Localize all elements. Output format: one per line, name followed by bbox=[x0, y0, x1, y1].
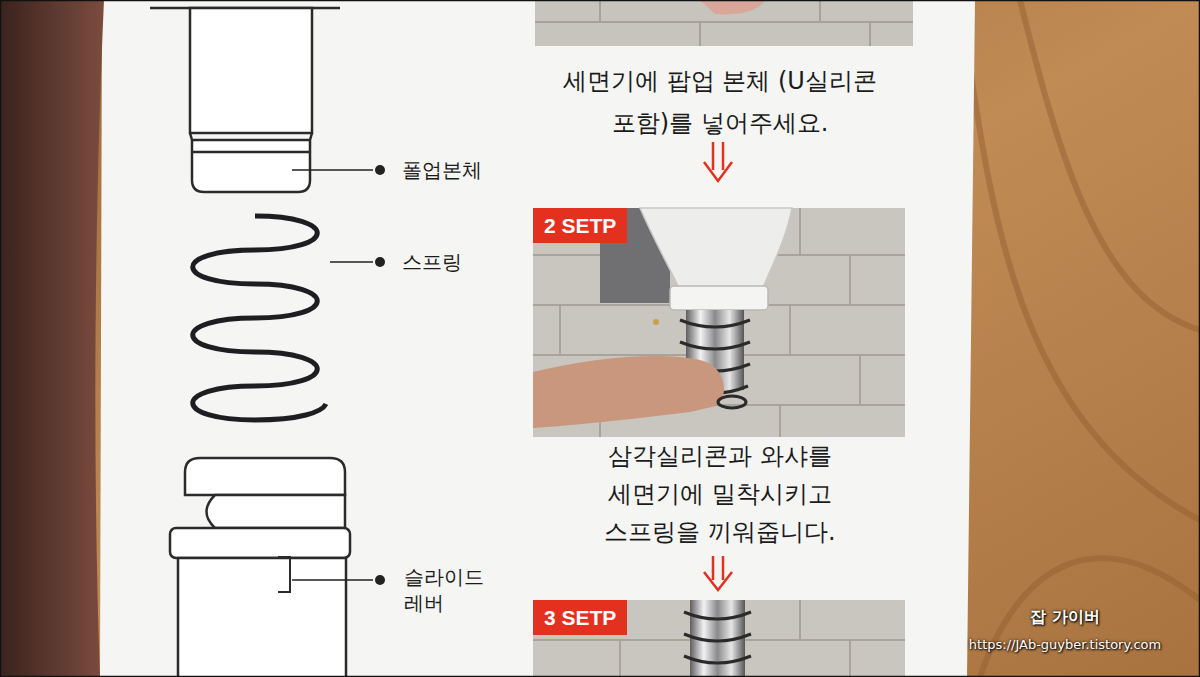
part-label: 폴업본체 bbox=[402, 157, 482, 183]
wood-grain bbox=[960, 0, 1200, 677]
step-tag: 2 SETP bbox=[533, 208, 627, 243]
stone-joints bbox=[533, 600, 905, 677]
down-arrow bbox=[704, 142, 732, 181]
slide-part-top bbox=[185, 458, 345, 495]
leader-line bbox=[292, 169, 373, 171]
popup-body-upper bbox=[190, 8, 312, 133]
step-photo bbox=[535, 0, 913, 46]
down-arrow bbox=[704, 556, 732, 590]
instruction-text: 삼각실리콘과 와샤를 세면기에 밀착시키고 스프링을 끼워줍니다. bbox=[579, 437, 861, 551]
hand bbox=[700, 0, 765, 14]
drain-flange bbox=[670, 286, 768, 310]
slide-part-band bbox=[170, 528, 350, 558]
leader-dot bbox=[375, 257, 385, 267]
part-label: 슬라이드 레버 bbox=[404, 564, 496, 616]
part-label: 스프링 bbox=[402, 249, 462, 275]
slide-part-ring bbox=[207, 495, 346, 528]
thumb bbox=[0, 0, 104, 677]
spring-photo bbox=[684, 612, 751, 663]
stone-joints bbox=[535, 0, 913, 46]
hand bbox=[533, 356, 724, 428]
spring-drawing bbox=[193, 216, 326, 420]
leader-line bbox=[292, 579, 373, 581]
step-label: 2 SETP bbox=[544, 212, 616, 239]
popup-body-lower bbox=[190, 133, 312, 192]
step-tag: 3 SETP bbox=[533, 600, 627, 635]
sink-basin bbox=[640, 208, 792, 290]
slide-lever-mark bbox=[278, 557, 290, 592]
step-photo bbox=[533, 600, 905, 677]
slide-part-body bbox=[178, 558, 346, 677]
watermark: 잡 가이버 bbox=[955, 606, 1175, 627]
leader-line bbox=[330, 261, 373, 263]
step-label: 3 SETP bbox=[544, 604, 616, 631]
leader-dot bbox=[375, 575, 385, 585]
instruction-text: 세면기에 팝업 본체 (U실리콘 포함)를 넣어주세요. bbox=[550, 60, 890, 144]
spring-photo bbox=[718, 396, 746, 408]
stone-joints bbox=[533, 208, 905, 437]
step-photo bbox=[533, 208, 905, 437]
screw-dot bbox=[653, 319, 659, 325]
watermark: https://JAb-guyber.tistory.com bbox=[955, 636, 1175, 653]
leader-dot bbox=[375, 165, 385, 175]
